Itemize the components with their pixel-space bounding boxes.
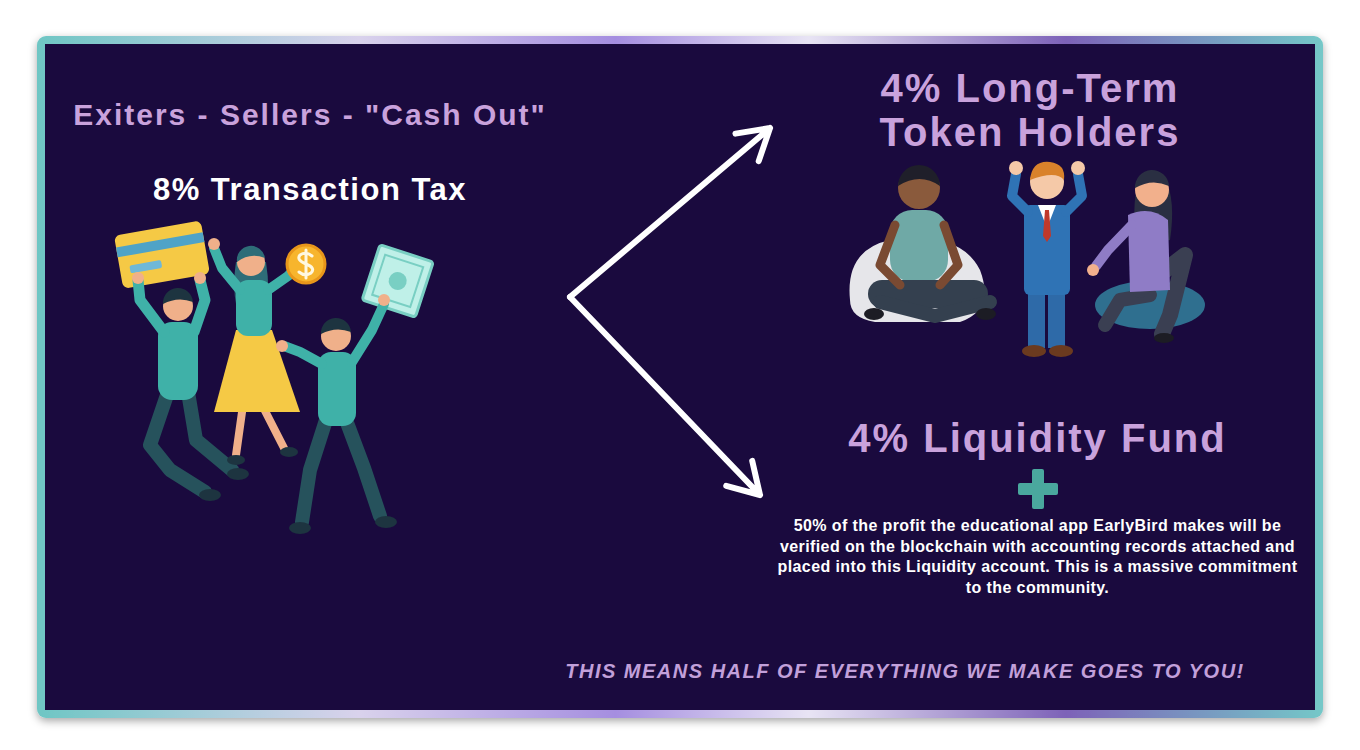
token-holder-people-part (976, 308, 996, 320)
frame-part (37, 36, 1323, 718)
cash-out-people-part (163, 288, 193, 304)
frame-part (45, 44, 1315, 710)
token-holder-people-part (1012, 174, 1028, 212)
token-holder-people-part (890, 210, 948, 282)
token-holder-people-part (880, 302, 990, 316)
cash-out-people-part (302, 420, 326, 522)
token-holder-people-part (1096, 225, 1132, 266)
token-holder-people-part (880, 225, 900, 285)
body-text: 50% of the profit the educational app Ea… (773, 516, 1303, 598)
cash-out-people-part (378, 294, 390, 306)
group-heading: Exiters - Sellers - "Cash Out" (50, 97, 570, 133)
plus-symbol (1013, 466, 1063, 512)
token-holder-people-part (1066, 174, 1082, 212)
cash-out-people-part (321, 318, 351, 334)
cash-out-people-part-part (114, 220, 210, 288)
cash-out-people-part (352, 304, 384, 362)
cash-out-people-part (132, 272, 144, 284)
group-heading: 4% Long-Term Token Holders (850, 66, 1210, 154)
token-holder-people-part (1030, 162, 1064, 180)
holder-group: 4% Long-Term Token Holders (770, 66, 1290, 351)
token-holder-people-part (1028, 290, 1045, 348)
split-arrow (570, 297, 760, 495)
token-holder-people-part (940, 225, 958, 285)
token-holder-people (850, 161, 1206, 357)
cash-out-people-part (114, 220, 210, 288)
cash-out-people-part (284, 346, 322, 364)
token-holder-people-part (1048, 290, 1065, 348)
token-holder-people-part (898, 165, 940, 186)
cash-out-people-part (299, 250, 313, 278)
cash-out-people-part (208, 238, 220, 250)
cash-out-people-part (214, 248, 240, 290)
cash-out-people-part-part (362, 245, 433, 317)
cash-out-people-part (227, 468, 249, 480)
cash-out-people-part (362, 245, 433, 317)
cash-out-people-part (289, 522, 311, 534)
token-holder-people-part (1022, 345, 1046, 357)
cash-out-people-part (194, 272, 206, 284)
cash-out-people-part (280, 447, 298, 457)
cash-out-people-part (346, 420, 380, 516)
tax-rate: 8% Transaction Tax (50, 171, 570, 209)
plus-bar (1018, 483, 1058, 495)
token-holder-people-part (1105, 295, 1150, 325)
token-holder-people-part (1087, 264, 1099, 276)
cash-out-people-part (227, 455, 245, 465)
token-holder-people-part (1043, 210, 1051, 242)
token-holder-people-part (1071, 161, 1085, 175)
cash-out-people-part (237, 246, 265, 262)
seller-group: Exiters - Sellers - "Cash Out" 8% Transac… (50, 97, 570, 547)
token-holder-people-part (1024, 205, 1070, 295)
cash-out-people-part-part (372, 255, 423, 307)
cash-out-people-part (375, 516, 397, 528)
closing-note: THIS MEANS HALF OF EVERYTHING WE MAKE GO… (565, 660, 1245, 683)
label-holder: THIS MEANS HALF OF EVERYTHING WE MAKE GO… (565, 660, 1245, 683)
token-holder-people-part (1009, 161, 1023, 175)
frame (37, 36, 1323, 718)
token-holder-people-part (1135, 170, 1169, 188)
cash-out-people-part (287, 245, 325, 283)
cash-out-people-part (199, 489, 221, 501)
cash-out-people-part-part (386, 270, 409, 293)
group-heading: 4% Liquidity Fund (760, 414, 1315, 462)
cash-out-people (114, 220, 433, 534)
liquidity-group: 4% Liquidity Fund 50% of the profit the e… (760, 414, 1315, 614)
cash-out-people-part (236, 405, 243, 455)
cash-out-people-part-part (129, 260, 162, 273)
cash-out-people-part (276, 340, 288, 352)
token-holder-people-part (1154, 333, 1174, 343)
cash-out-people-part (138, 280, 164, 332)
token-holder-people-part (1049, 345, 1073, 357)
split-arrow (570, 128, 770, 297)
cash-out-people-part-part (116, 232, 204, 257)
cash-out-people-part (194, 280, 205, 332)
token-holder-people-part (864, 308, 884, 320)
